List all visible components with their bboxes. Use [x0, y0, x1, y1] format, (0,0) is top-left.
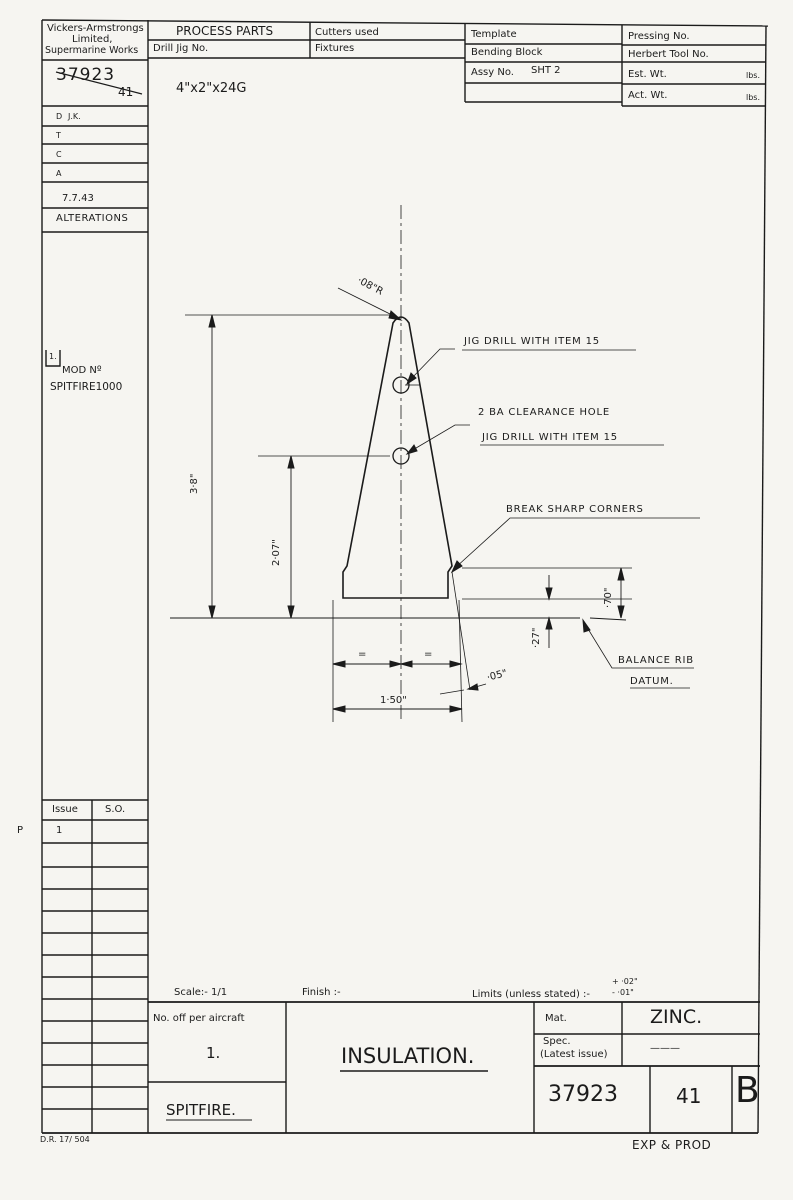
checked-label: C	[56, 150, 62, 159]
approved-label: A	[56, 169, 62, 178]
so-column-header: S.O.	[105, 804, 126, 815]
note-clearance-hole: 2 BA CLEARANCE HOLE	[478, 407, 610, 418]
spec-value: ———	[650, 1043, 680, 1054]
aircraft-name: SPITFIRE.	[166, 1101, 236, 1119]
scale-label: Scale:- 1/1	[174, 987, 228, 998]
assy-no-value: SHT 2	[531, 65, 561, 76]
drill-hole-lower	[392, 447, 410, 465]
process-parts-label: PROCESS PARTS	[176, 24, 274, 38]
finish-label: Finish :-	[302, 987, 341, 998]
note-jig-drill-lower: JIG DRILL WITH ITEM 15	[482, 432, 618, 443]
template-label: Template	[471, 29, 517, 40]
act-wt-label: Act. Wt.	[628, 90, 668, 101]
part-outline	[342, 316, 453, 599]
bending-block-label: Bending Block	[471, 47, 543, 58]
frame-right-line	[757, 25, 767, 1134]
issue-first-entry: 1	[56, 825, 63, 836]
margin-mark: P	[17, 825, 24, 836]
limits-label: Limits (unless stated) :-	[472, 989, 591, 1000]
material-size: 4"x2"x24G	[176, 81, 247, 96]
mod-number: 1.	[49, 352, 57, 361]
issue-column-header: Issue	[52, 804, 78, 815]
limits-plus: + ·02"	[612, 977, 638, 986]
herbert-tool-no-label: Herbert Tool No.	[628, 49, 709, 60]
est-wt-unit: lbs.	[746, 71, 761, 80]
form-reference: D.R. 17/ 504	[40, 1135, 90, 1144]
limits-minus: - ·01"	[612, 988, 634, 997]
company-line-3: Supermarine Works	[45, 45, 139, 56]
traced-label: T	[56, 131, 61, 140]
company-line-1: Vickers-Armstrongs	[47, 23, 144, 34]
fixtures-label: Fixtures	[315, 43, 355, 54]
note-jig-drill-upper: JIG DRILL WITH ITEM 15	[464, 336, 600, 347]
drawing-date: 7.7.43	[62, 193, 94, 204]
no-off-label: No. off per aircraft	[153, 1013, 245, 1024]
mod-value: SPITFIRE1000	[50, 381, 123, 393]
part-drawing	[166, 205, 700, 1121]
act-wt-unit: lbs.	[746, 93, 761, 102]
datum-label-line-1: BALANCE RIB	[618, 655, 694, 666]
material-value: ZINC.	[650, 1006, 703, 1028]
drawn-value: J.K.	[68, 112, 81, 121]
note-break-corners: BREAK SHARP CORNERS	[506, 504, 644, 515]
issue-letter: B	[735, 1070, 760, 1111]
drill-jig-label: Drill Jig No.	[153, 43, 209, 54]
exp-prod-stamp: EXP & PROD	[632, 1138, 712, 1152]
dimension-width: 1·50"	[380, 695, 407, 706]
footer-drawing-number: 37923	[548, 1082, 618, 1107]
assy-no-label: Assy No.	[471, 67, 514, 78]
cutters-used-label: Cutters used	[315, 27, 379, 38]
material-label: Mat.	[545, 1013, 567, 1024]
equal-right: =	[424, 649, 433, 660]
spec-label-2: (Latest issue)	[540, 1049, 608, 1060]
drawing-number-top: 37923	[56, 65, 116, 85]
dimension-height: 3·8"	[189, 473, 200, 494]
frame-top-line	[41, 19, 769, 27]
equal-left: =	[358, 649, 367, 660]
alterations-heading: ALTERATIONS	[56, 213, 129, 224]
dimension-hole-height: 2·07"	[271, 539, 282, 566]
footer-sheet-number: 41	[676, 1084, 702, 1108]
est-wt-label: Est. Wt.	[628, 69, 667, 80]
no-off-value: 1.	[206, 1044, 221, 1062]
company-line-2: Limited,	[72, 34, 113, 45]
datum-label-line-2: DATUM.	[630, 676, 674, 687]
dimension-070: ·70"	[603, 587, 614, 608]
mod-label: MOD Nº	[62, 365, 102, 376]
pressing-no-label: Pressing No.	[628, 31, 690, 42]
dimension-027: ·27"	[531, 627, 542, 648]
spec-label-1: Spec.	[543, 1036, 571, 1047]
drawing-number-bottom: 41	[118, 85, 134, 99]
part-name: INSULATION.	[341, 1044, 475, 1068]
drawn-label: D	[56, 112, 63, 121]
